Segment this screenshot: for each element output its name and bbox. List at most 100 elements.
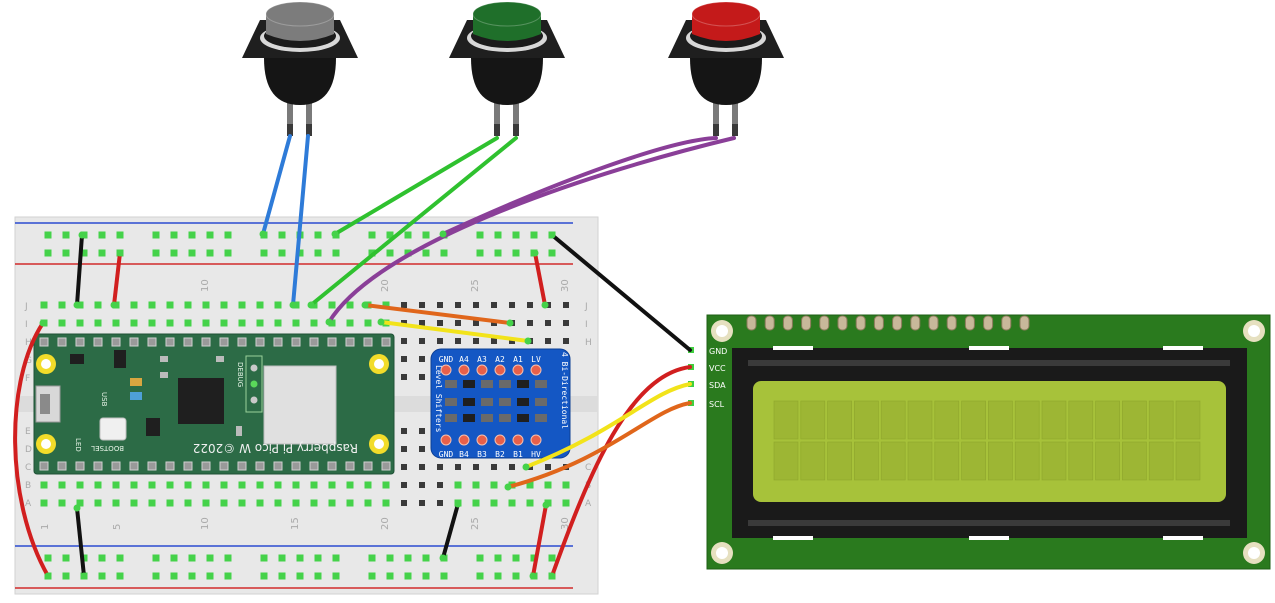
ls-smd xyxy=(517,398,529,406)
ls-smd xyxy=(499,398,511,406)
connected-hole xyxy=(206,249,214,257)
ls-pin-label: LV xyxy=(531,355,541,364)
breadboard-hole xyxy=(527,320,533,326)
lcd-char-cell xyxy=(773,441,799,481)
wire-end xyxy=(116,249,124,257)
connected-hole xyxy=(292,499,300,507)
connected-hole xyxy=(476,554,484,562)
breadboard-hole xyxy=(509,338,515,344)
lcd-char-cell xyxy=(1041,400,1067,440)
connected-hole xyxy=(44,231,52,239)
pico-pin xyxy=(255,337,265,347)
ls-pin-label: A1 xyxy=(513,355,523,364)
breadboard-hole xyxy=(491,338,497,344)
pico-pin xyxy=(291,337,301,347)
connected-hole xyxy=(62,249,70,257)
connected-hole xyxy=(202,319,210,327)
button-leg xyxy=(513,100,519,136)
gray-push-button[interactable] xyxy=(242,1,358,136)
level-shifter-board: GND A4 A3 A2 A1 LV GND B4 B3 B2 B1 HV Le… xyxy=(430,348,571,459)
lcd-char-cell xyxy=(961,400,986,440)
wire-black xyxy=(75,233,84,307)
lcd-char-cell xyxy=(1122,441,1147,481)
breadboard-hole xyxy=(455,464,461,470)
connected-hole xyxy=(94,319,102,327)
connected-hole xyxy=(422,554,430,562)
red-push-button[interactable] xyxy=(668,1,784,136)
button-leg-tip xyxy=(494,124,500,136)
lcd-header-pin xyxy=(746,315,757,331)
pico-pin xyxy=(147,461,157,471)
connected-hole xyxy=(346,301,354,309)
breadboard-hole xyxy=(509,302,515,308)
connected-hole xyxy=(490,499,498,507)
connected-hole xyxy=(62,554,70,562)
wire-red xyxy=(531,503,548,578)
row-letter-b: B xyxy=(25,481,31,491)
connected-hole xyxy=(256,481,264,489)
connected-hole xyxy=(404,554,412,562)
breadboard-hole xyxy=(545,320,551,326)
connected-hole xyxy=(148,301,156,309)
ls-pin-label: A3 xyxy=(477,355,487,364)
connected-hole xyxy=(530,231,538,239)
bootsel-button[interactable] xyxy=(99,417,127,441)
breadboard-hole xyxy=(455,338,461,344)
breadboard-hole xyxy=(455,320,461,326)
lcd-header-pin xyxy=(837,315,848,331)
wire-end xyxy=(454,500,462,508)
connected-hole xyxy=(260,249,268,257)
connected-hole xyxy=(44,554,52,562)
button-leg xyxy=(494,100,500,136)
pico-pin xyxy=(165,461,175,471)
wire-end xyxy=(44,572,52,580)
ls-pin-label: B2 xyxy=(495,450,505,459)
ls-smd xyxy=(481,398,493,406)
ls-pin xyxy=(494,364,506,376)
connected-hole xyxy=(260,572,268,580)
connected-hole xyxy=(454,481,462,489)
lcd-char-cell xyxy=(934,400,960,440)
pico-pin xyxy=(201,337,211,347)
wire-end xyxy=(307,301,315,309)
row-letter-e: E xyxy=(25,427,31,437)
breadboard-hole xyxy=(419,446,425,452)
ls-pin xyxy=(440,434,452,446)
connected-hole xyxy=(62,572,70,580)
connected-hole xyxy=(116,572,124,580)
ls-smd xyxy=(517,414,529,422)
wire-end xyxy=(524,337,532,345)
connected-hole xyxy=(80,249,88,257)
breadboard-hole xyxy=(437,500,443,506)
connected-hole xyxy=(130,481,138,489)
row-letter-i-right: I xyxy=(585,320,588,330)
breadboard-hole xyxy=(563,320,569,326)
rp2040-chip xyxy=(178,378,224,424)
lcd-header-pin xyxy=(928,315,939,331)
pico-pin xyxy=(273,461,283,471)
push-buttons xyxy=(242,1,784,136)
lcd-char-cell xyxy=(988,441,1013,481)
breadboard-hole xyxy=(545,464,551,470)
connected-hole xyxy=(296,572,304,580)
breadboard-hole xyxy=(527,302,533,308)
wire-black xyxy=(550,233,692,352)
pico-pin xyxy=(381,337,391,347)
pico-pin xyxy=(237,461,247,471)
wire-green xyxy=(309,136,518,307)
wire-orange xyxy=(506,401,692,489)
pico-pin xyxy=(255,461,265,471)
connected-hole xyxy=(116,554,124,562)
green-push-button[interactable] xyxy=(449,1,565,136)
wifi-module xyxy=(263,365,337,445)
pico-pin xyxy=(273,337,283,347)
breadboard-hole xyxy=(419,302,425,308)
pico-pin xyxy=(291,461,301,471)
lcd-header-pin xyxy=(873,315,884,331)
wire-end xyxy=(541,301,549,309)
row-letter-a: A xyxy=(25,499,32,509)
wire-end xyxy=(325,318,333,326)
connected-hole xyxy=(148,481,156,489)
lcd-char-cell xyxy=(827,441,852,481)
connected-hole xyxy=(278,554,286,562)
